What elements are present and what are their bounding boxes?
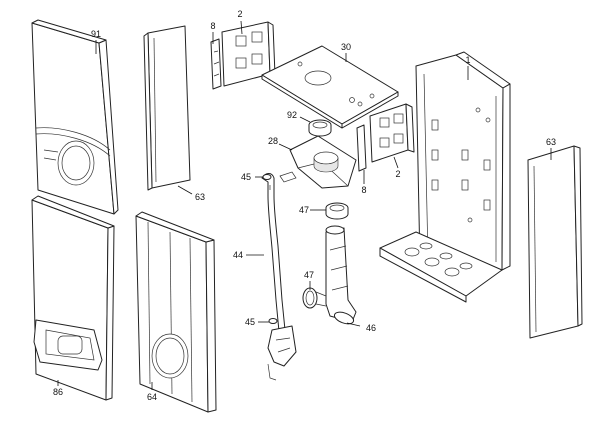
housing-front-64 (135, 211, 217, 413)
washer-45-top (262, 174, 272, 180)
washer-45-bottom (268, 318, 278, 324)
label-91: 91 (91, 29, 101, 39)
callout-labels: 91 63 8 2 30 1 63 92 28 2 8 45 47 44 47 … (53, 9, 556, 402)
label-64: 64 (147, 392, 157, 402)
label-2-right: 2 (395, 169, 400, 179)
side-panel-63-right (527, 145, 583, 339)
front-top-panel-91 (31, 19, 119, 215)
label-44: 44 (233, 250, 243, 260)
clamp-47-lower (302, 287, 327, 309)
label-8-right: 8 (361, 185, 366, 195)
label-45-bottom: 45 (245, 317, 255, 327)
label-47-top: 47 (299, 205, 309, 215)
label-45-top: 45 (241, 172, 251, 182)
bracket-2-right (369, 103, 415, 163)
label-1: 1 (465, 55, 470, 65)
bracket-8-right (356, 124, 367, 172)
flue-hood-28 (279, 135, 357, 189)
label-2-top: 2 (237, 9, 242, 19)
gasket-ring-92 (308, 119, 332, 137)
label-30: 30 (341, 42, 351, 52)
label-28: 28 (268, 136, 278, 146)
gas-pipe-44 (261, 173, 297, 381)
bracket-8-top (210, 38, 222, 90)
label-63-right: 63 (546, 137, 556, 147)
label-92: 92 (287, 110, 297, 120)
label-86: 86 (53, 387, 63, 397)
label-46: 46 (366, 323, 376, 333)
top-plate-30 (261, 45, 399, 129)
bracket-2-top (221, 21, 276, 87)
front-lower-panel-86 (31, 195, 115, 401)
side-panel-63-left (143, 25, 191, 191)
leader-lines (57, 20, 552, 390)
label-47-lower: 47 (304, 270, 314, 280)
flue-pipe-46 (325, 225, 357, 325)
clamp-ring-47-top (325, 202, 349, 220)
label-8-top: 8 (210, 21, 215, 31)
label-63-left: 63 (195, 192, 205, 202)
chassis-frame-1 (379, 51, 511, 303)
